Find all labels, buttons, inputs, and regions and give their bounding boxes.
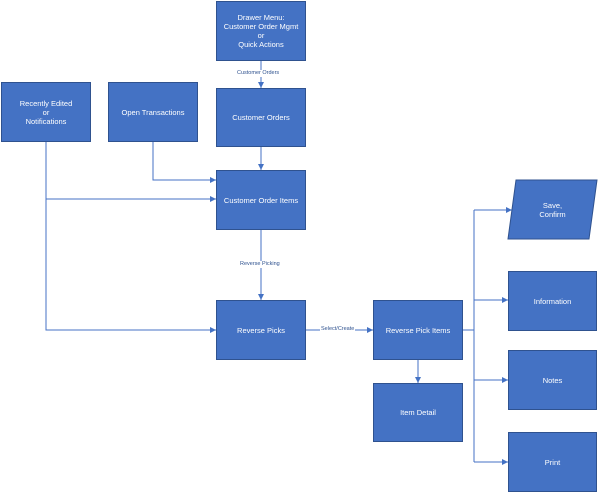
edge-label-reverse-picking: Reverse Picking bbox=[239, 261, 281, 268]
recently-edited-node[interactable]: Recently Edited or Notifications bbox=[1, 82, 91, 142]
item-detail-node[interactable]: Item Detail bbox=[373, 383, 463, 442]
reverse-pick-items-node[interactable]: Reverse Pick Items bbox=[373, 300, 463, 360]
print-node[interactable]: Print bbox=[508, 432, 597, 492]
drawer-menu-node[interactable]: Drawer Menu: Customer Order Mgmt or Quic… bbox=[216, 1, 306, 61]
information-node[interactable]: Information bbox=[508, 271, 597, 331]
notes-node[interactable]: Notes bbox=[508, 350, 597, 410]
save-confirm-shape bbox=[507, 179, 598, 240]
open-transactions-node[interactable]: Open Transactions bbox=[108, 82, 198, 142]
edge-recent-to-picks bbox=[45, 199, 216, 333]
save-confirm-node[interactable]: Save, Confirm bbox=[539, 200, 566, 219]
edge-label-select-create: Select/Create bbox=[320, 326, 356, 333]
edge-open-to-items bbox=[152, 142, 216, 183]
customer-order-items-node[interactable]: Customer Order Items bbox=[216, 170, 306, 230]
customer-orders-node[interactable]: Customer Orders bbox=[216, 88, 306, 147]
reverse-picks-node[interactable]: Reverse Picks bbox=[216, 300, 306, 360]
edge-label-customer-orders: Customer Orders bbox=[236, 70, 281, 77]
edge-recent-to-items bbox=[45, 142, 216, 202]
